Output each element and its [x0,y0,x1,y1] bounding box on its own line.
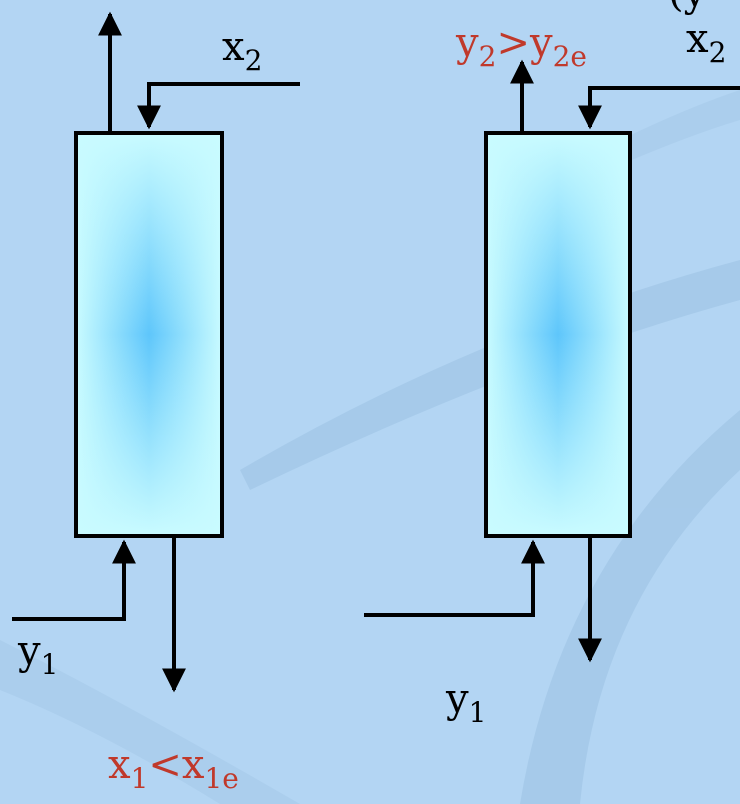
right-column-fade [486,133,630,536]
right-column-group: y2>y2e x2 (y y1 [364,0,740,729]
right-y1-label: y1 [445,676,486,729]
left-column-outline [74,131,224,538]
right-x2-label: x2 [686,16,726,69]
left-bottom-inlet-arrow [12,539,136,621]
left-top-inlet-arrow [137,82,300,130]
right-top-inlet-arrow [578,86,740,130]
right-top-relation: y2>y2e [455,20,587,73]
right-clipped-corner-text: (y [668,0,707,16]
right-column-outline [484,131,632,538]
left-column-group: x2 y1 x1<x1e [12,11,300,795]
right-bottom-inlet-arrow [364,539,545,617]
left-y1-label: y1 [17,628,58,681]
left-x2-label: x2 [222,24,262,77]
left-bottom-relation: x1<x1e [108,742,239,795]
left-column-fade [76,133,222,536]
